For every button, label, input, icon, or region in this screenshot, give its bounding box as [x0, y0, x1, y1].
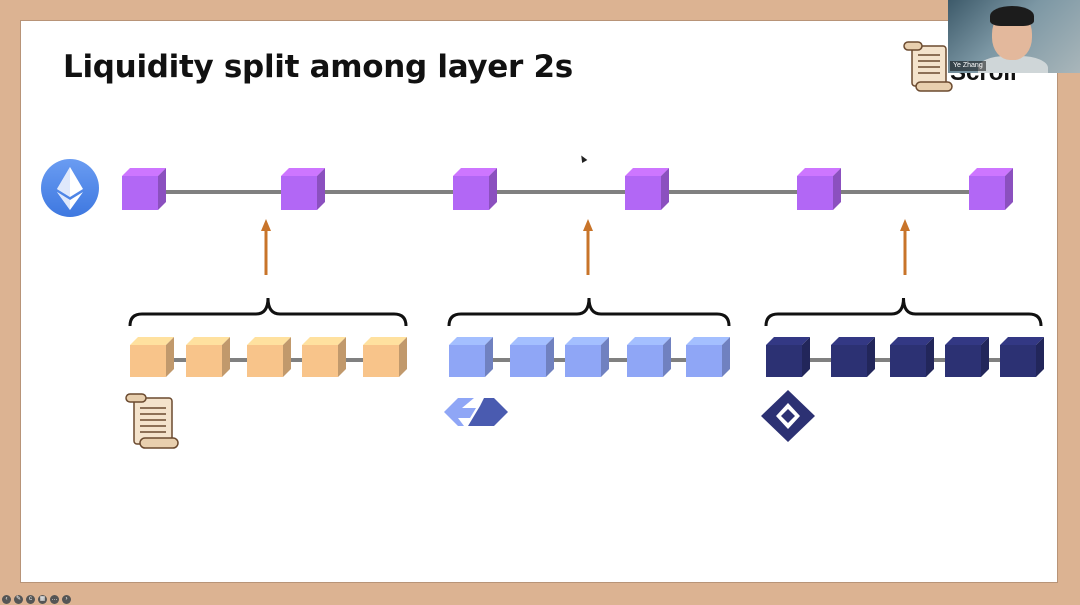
participant-shirt: [978, 56, 1048, 73]
arrows: [261, 219, 910, 275]
rollup-block: [130, 337, 174, 377]
captions-icon[interactable]: c: [26, 594, 35, 604]
layer1-blocks: [122, 168, 1013, 210]
ethereum-icon: [41, 159, 99, 217]
rollup-block: [1000, 337, 1044, 377]
rollup-chains: [130, 337, 1044, 377]
rollup-block: [510, 337, 554, 377]
arrow-up: [261, 219, 271, 275]
presentation-toolbar: ‹ ✎ c ▦ … ›: [2, 594, 71, 604]
rollup-chain: [449, 337, 730, 377]
more-options-icon[interactable]: …: [50, 594, 59, 604]
prev-slide-icon[interactable]: ‹: [2, 594, 11, 604]
grouping-brace: [447, 297, 731, 327]
rollup-block: [686, 337, 730, 377]
slide-title: Liquidity split among layer 2s: [63, 49, 573, 85]
slide: Liquidity split among layer 2s: [20, 20, 1058, 583]
layer1-block: [453, 168, 497, 210]
rollup-block: [890, 337, 934, 377]
layer1-block: [625, 168, 669, 210]
diamond-logo-icon: [761, 390, 815, 442]
rollup-block: [627, 337, 671, 377]
grouping-brace: [764, 297, 1043, 327]
header-scroll-icon: [903, 41, 953, 92]
rollup-chain: [130, 337, 407, 377]
next-slide-icon[interactable]: ›: [62, 594, 71, 604]
rollup-block: [186, 337, 230, 377]
layer1-block: [797, 168, 841, 210]
braces: [128, 297, 1043, 327]
pen-icon[interactable]: ✎: [14, 594, 23, 604]
video-overlay[interactable]: Ye Zhang: [948, 0, 1080, 73]
arrow-up: [900, 219, 910, 275]
slides-grid-icon[interactable]: ▦: [38, 594, 47, 604]
grouping-brace: [128, 297, 408, 327]
participant-name: Ye Zhang: [950, 61, 986, 71]
layer1-block: [969, 168, 1013, 210]
rollup-block: [766, 337, 810, 377]
rollup-block: [247, 337, 291, 377]
rollup-block: [449, 337, 493, 377]
rollup-block: [302, 337, 346, 377]
arrow-up: [583, 219, 593, 275]
rollup-block: [565, 337, 609, 377]
rollup-block: [363, 337, 407, 377]
rollup-block: [945, 337, 989, 377]
layer1-block: [281, 168, 325, 210]
participant-hair: [990, 6, 1034, 26]
layer1-block: [122, 168, 166, 210]
scroll-icon: [125, 393, 179, 449]
rollup-chain: [766, 337, 1044, 377]
rollup-block: [831, 337, 875, 377]
arbitrum-arrows-icon: [444, 398, 508, 426]
